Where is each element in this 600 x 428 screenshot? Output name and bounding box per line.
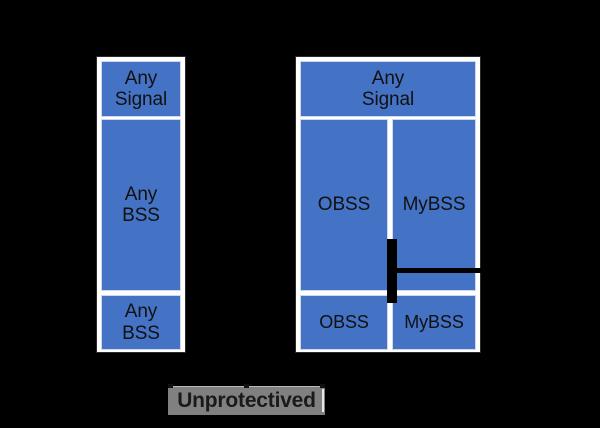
text-caret xyxy=(322,389,324,412)
caption-text: Unprotectived xyxy=(177,388,316,412)
resize-handle-top-right[interactable] xyxy=(320,384,325,388)
right-cell-mybss-bottom[interactable]: MyBSS xyxy=(392,295,476,350)
right-diagram-container[interactable]: Any Signal OBSS MyBSS OBSS MyBSS xyxy=(295,56,481,353)
spatial-reuse-connector-line[interactable] xyxy=(395,268,491,273)
left-diagram-container[interactable]: Any Signal Any BSS Any BSS xyxy=(96,56,186,353)
left-cell-any-signal[interactable]: Any Signal xyxy=(101,61,181,117)
left-cell-any-bss-bottom[interactable]: Any BSS xyxy=(101,295,181,350)
left-cell-any-bss-main[interactable]: Any BSS xyxy=(101,119,181,291)
right-cell-any-signal[interactable]: Any Signal xyxy=(300,61,476,117)
resize-handle-top-center[interactable] xyxy=(244,384,249,388)
caption-textbox[interactable]: Unprotectived xyxy=(168,384,325,415)
resize-handle-top-left[interactable] xyxy=(168,384,173,388)
right-cell-obss-bottom[interactable]: OBSS xyxy=(300,295,388,350)
right-cell-obss-main[interactable]: OBSS xyxy=(300,119,388,291)
right-cell-mybss-main[interactable]: MyBSS xyxy=(392,119,476,291)
